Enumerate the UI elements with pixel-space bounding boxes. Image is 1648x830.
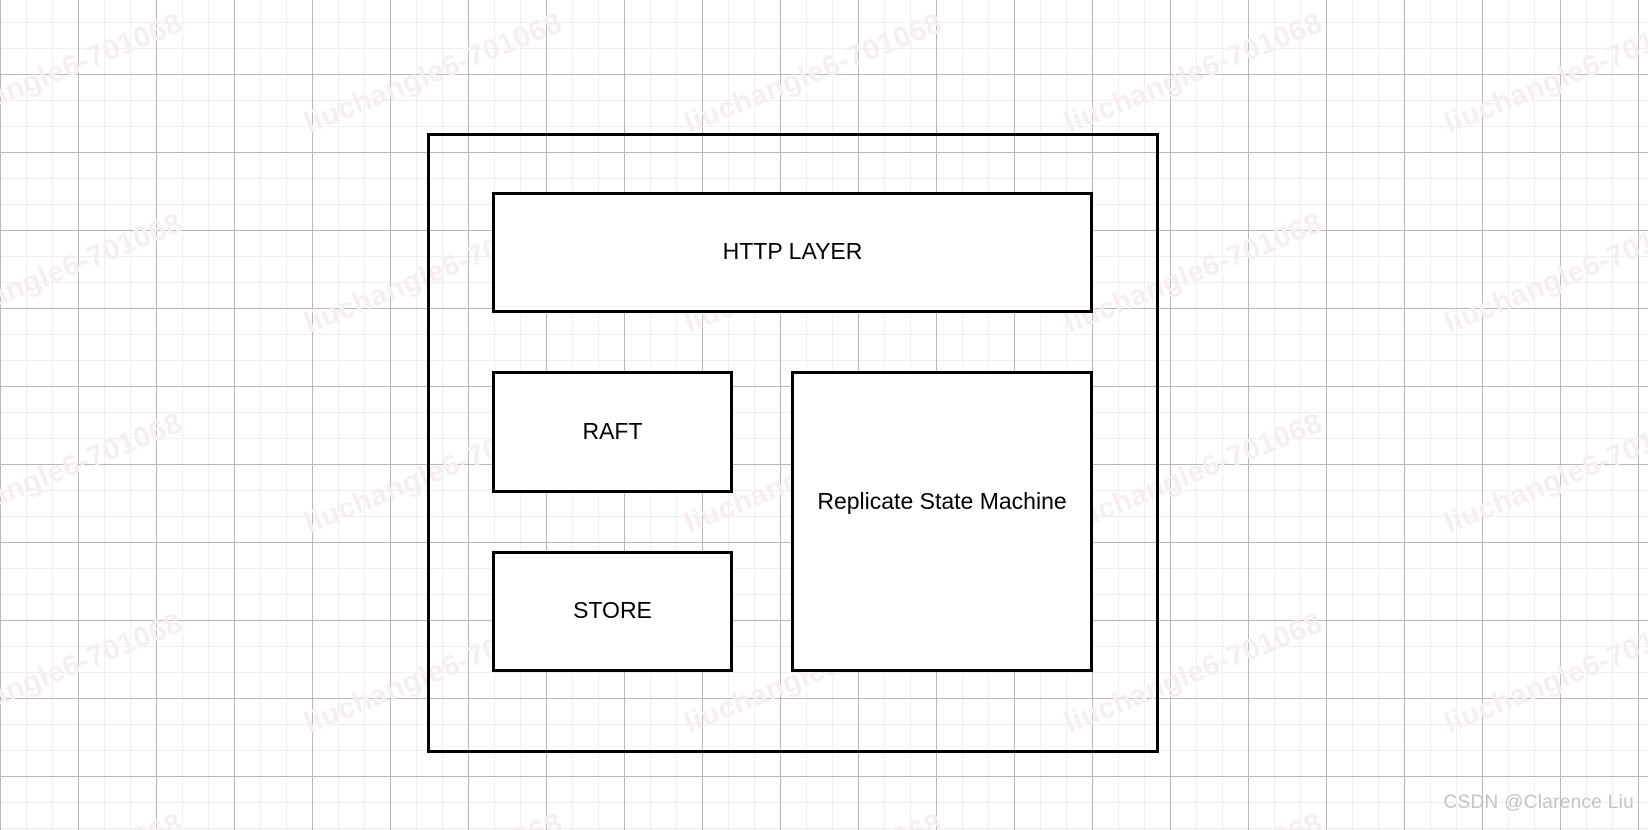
watermark-text: liuchangle6-701068 [300, 6, 567, 140]
watermark-text: liuchangle6-701068 [1440, 406, 1648, 540]
watermark-text: liuchangle6-701068 [1060, 6, 1327, 140]
http-layer-label: HTTP LAYER [722, 238, 863, 264]
csdn-credit: CSDN @Clarence Liu [1443, 792, 1634, 813]
watermark-text: liuchangle6-701068 [680, 6, 947, 140]
store-box: STORE [492, 551, 733, 672]
watermark-text: liuchangle6-701068 [1440, 6, 1648, 140]
watermark-text: liuchangle6-701068 [300, 807, 567, 830]
raft-box: RAFT [492, 371, 733, 493]
watermark-text: liuchangle6-701068 [1440, 206, 1648, 340]
watermark-text: liuchangle6-701068 [0, 406, 187, 540]
watermark-text: liuchangle6-701068 [1060, 807, 1327, 830]
node-container-box [427, 133, 1159, 753]
watermark-text: liuchangle6-701068 [0, 6, 187, 140]
http-layer-box: HTTP LAYER [492, 192, 1093, 313]
watermark-text: liuchangle6-701068 [680, 807, 947, 830]
watermark-text: liuchangle6-701068 [0, 606, 187, 740]
raft-label: RAFT [582, 418, 643, 444]
replicate-state-machine-label: Replicate State Machine [817, 488, 1067, 514]
replicate-state-machine-box: Replicate State Machine [791, 371, 1093, 672]
store-label: STORE [573, 597, 652, 623]
watermark-text: liuchangle6-701068 [0, 206, 187, 340]
watermark-text: liuchangle6-701068 [0, 807, 187, 830]
watermark-text: liuchangle6-701068 [1440, 606, 1648, 740]
